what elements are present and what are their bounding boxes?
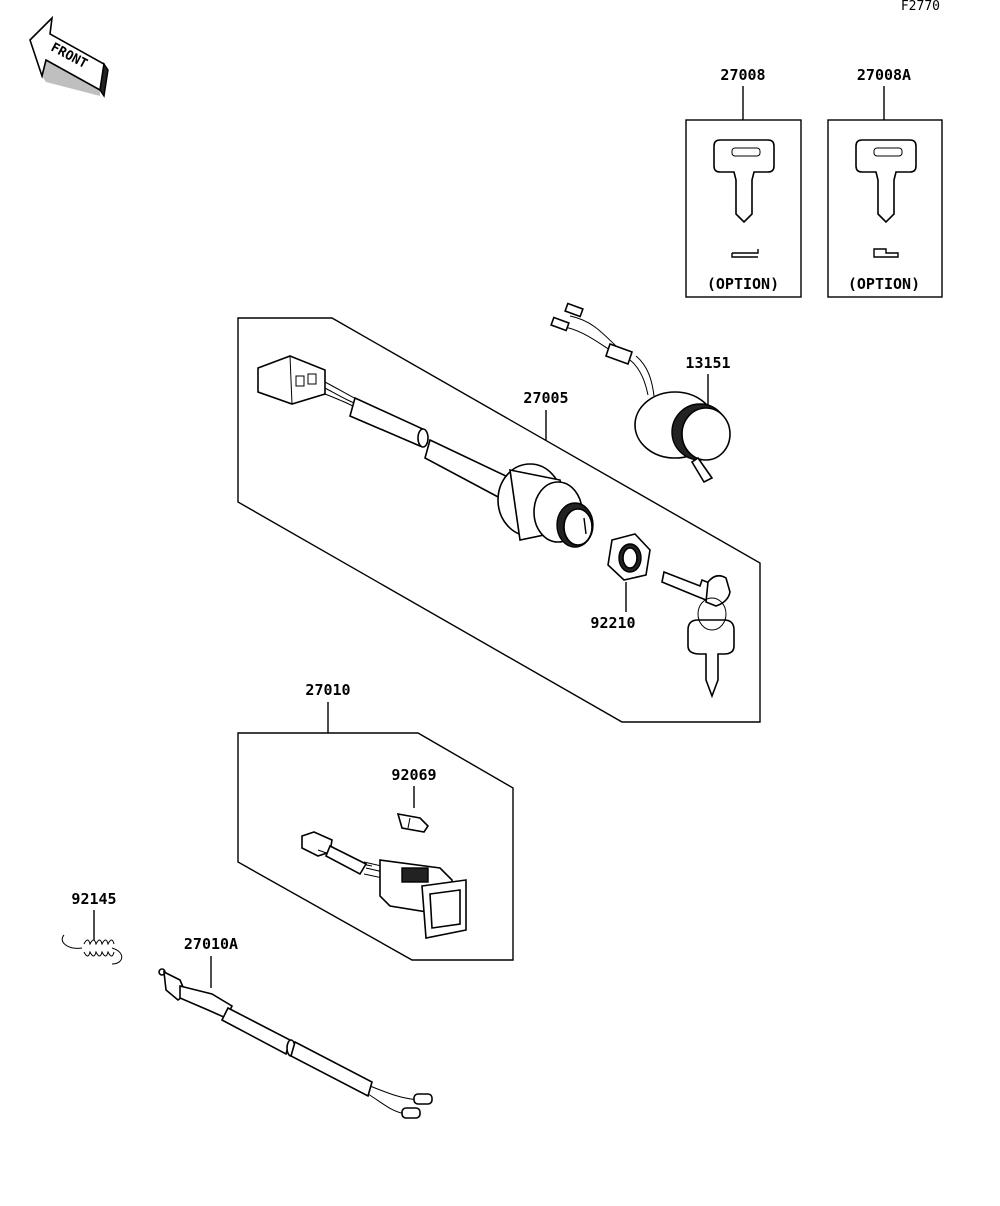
key-option-27008a: 27008A (OPTION) bbox=[827, 66, 943, 298]
part-label-27010: 27010 bbox=[305, 681, 350, 699]
key-option-27008: 27008 (OPTION) bbox=[685, 66, 802, 298]
lamp-socket-icon bbox=[550, 302, 731, 484]
ignition-switch-group: 27005 13151 bbox=[237, 302, 761, 723]
part-label-92210: 92210 bbox=[590, 614, 635, 632]
bulb-icon bbox=[396, 812, 430, 833]
part-label-27008: 27008 bbox=[720, 66, 765, 84]
part-label-92145: 92145 bbox=[71, 890, 116, 908]
connector-icon bbox=[257, 355, 326, 405]
option-note: (OPTION) bbox=[707, 275, 779, 293]
key-icon bbox=[855, 139, 917, 224]
part-label-92069: 92069 bbox=[391, 766, 436, 784]
spring-icon bbox=[61, 934, 123, 965]
part-label-27005: 27005 bbox=[523, 389, 568, 407]
key-pair-icon bbox=[661, 570, 735, 699]
part-label-27008a: 27008A bbox=[857, 66, 911, 84]
part-label-13151: 13151 bbox=[685, 354, 730, 372]
option-note: (OPTION) bbox=[848, 275, 920, 293]
switch-assy-group: 27010 92069 bbox=[237, 681, 514, 961]
switch-assy-icon bbox=[301, 831, 467, 939]
front-arrow-icon: FRONT bbox=[29, 15, 109, 98]
stop-switch-icon bbox=[158, 968, 433, 1119]
key-icon bbox=[713, 139, 775, 224]
figure-code: F2770 bbox=[901, 0, 940, 14]
part-label-27010a: 27010A bbox=[184, 935, 238, 953]
ignition-switch-icon bbox=[497, 463, 594, 548]
nut-icon bbox=[607, 533, 651, 581]
